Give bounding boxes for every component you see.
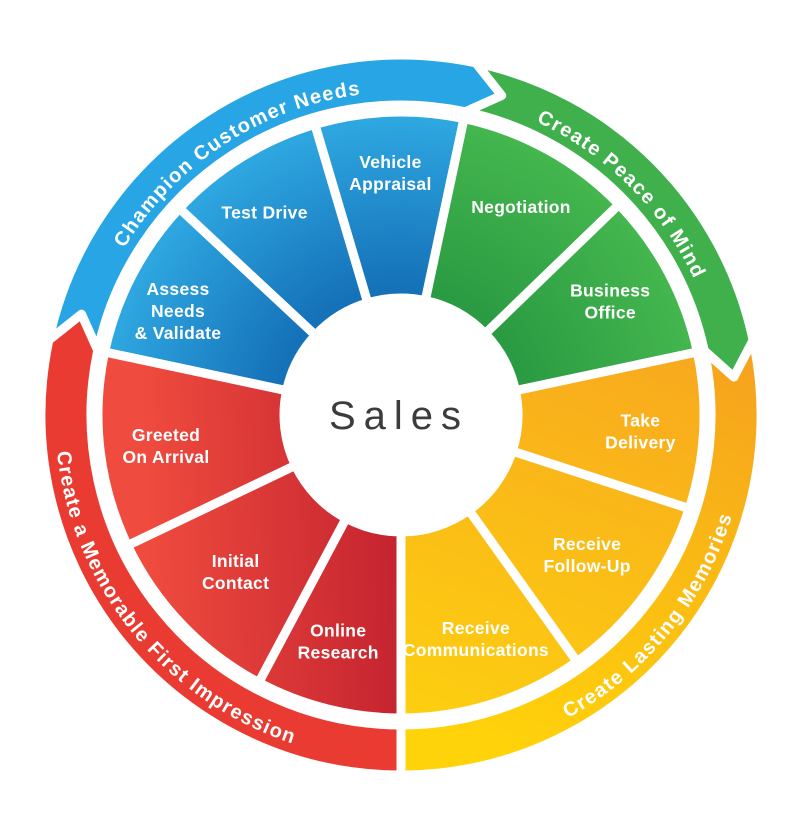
segment-test-drive bbox=[174, 119, 373, 340]
segment-receive-follow-up bbox=[464, 446, 694, 667]
center-circle bbox=[287, 301, 515, 529]
segment-label-negotiation: Negotiation bbox=[471, 197, 571, 217]
segment-greeted-on-arrival bbox=[93, 347, 300, 550]
segment-label-test-drive: Test Drive bbox=[221, 203, 307, 223]
center-label: Sales bbox=[329, 394, 469, 438]
segment-negotiation bbox=[420, 114, 624, 339]
create-a-memorable-first-impression-ring-band bbox=[36, 309, 406, 780]
